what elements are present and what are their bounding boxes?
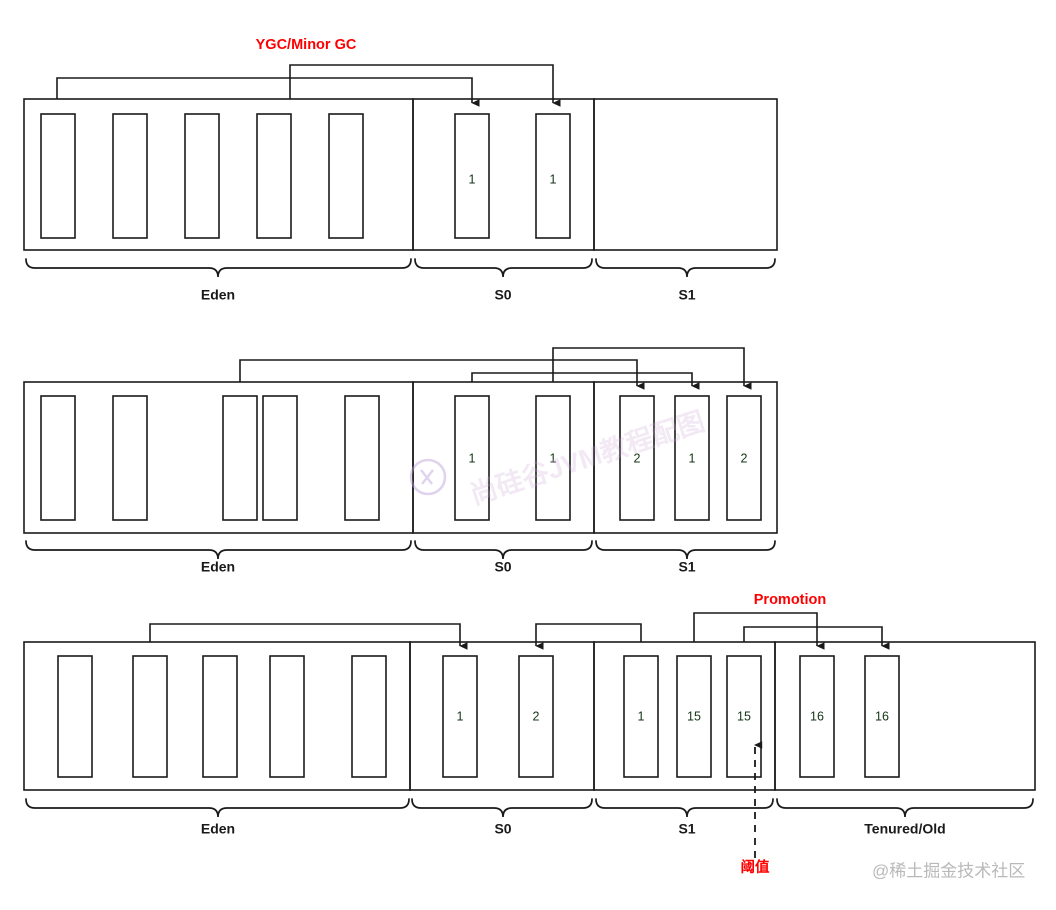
row-2-brace-s0 bbox=[414, 540, 593, 560]
row-3-s0-block-1-age: 1 bbox=[457, 709, 464, 723]
row-2-eden-block-2 bbox=[112, 395, 148, 521]
row-3-s1-block-1 bbox=[623, 655, 659, 778]
promotion-annotation-label: Promotion bbox=[754, 592, 827, 608]
row-2-eden-block-5 bbox=[344, 395, 380, 521]
row-2-region-eden bbox=[23, 381, 414, 534]
row-3-tenured-block-1 bbox=[799, 655, 835, 778]
row-2-brace-eden bbox=[25, 540, 412, 560]
row-3-tenured-block-1-age: 16 bbox=[810, 709, 824, 723]
row-1-eden-block-1 bbox=[40, 113, 76, 239]
row-2-eden-block-3 bbox=[222, 395, 258, 521]
row-2-label-eden: Eden bbox=[201, 559, 235, 575]
row-3-eden-block-1 bbox=[57, 655, 93, 778]
row-2-label-s0: S0 bbox=[494, 559, 511, 575]
row-2-region-s1 bbox=[593, 381, 778, 534]
row-2-s1-block-3-age: 2 bbox=[741, 451, 748, 465]
row-3-label-s1: S1 bbox=[678, 821, 695, 837]
row-1-region-s1 bbox=[593, 98, 778, 251]
arrow-eden4-to-s0-2 bbox=[289, 64, 561, 107]
row-2-s1-block-3 bbox=[726, 395, 762, 521]
row-3-eden-block-5 bbox=[351, 655, 387, 778]
row-2-s1-block-2-age: 1 bbox=[689, 451, 696, 465]
arrow-s1-3-to-tenured-2 bbox=[743, 626, 890, 650]
row-3-s1-block-2 bbox=[676, 655, 712, 778]
watermark-logo-glyph-icon bbox=[420, 469, 434, 485]
row-1-brace-eden bbox=[25, 258, 412, 278]
row-3-s0-block-2-age: 2 bbox=[533, 709, 540, 723]
arrow-eden1-to-s0-1 bbox=[56, 77, 480, 107]
row-2-s0-block-1-age: 1 bbox=[469, 451, 476, 465]
row-1-eden-block-2 bbox=[112, 113, 148, 239]
row-3-region-tenured bbox=[774, 641, 1036, 791]
row-3-label-tenured: Tenured/Old bbox=[864, 821, 945, 837]
row-3-s0-block-1 bbox=[442, 655, 478, 778]
row-2-s1-block-1 bbox=[619, 395, 655, 521]
row-2-s1-block-1-age: 2 bbox=[634, 451, 641, 465]
ygc-annotation-label: YGC/Minor GC bbox=[256, 37, 357, 53]
row-1-group: YGC/Minor GC 1 1 Eden S bbox=[23, 37, 778, 303]
row-3-label-eden: Eden bbox=[201, 821, 235, 837]
row-1-eden-block-5 bbox=[328, 113, 364, 239]
row-3-brace-s1 bbox=[595, 798, 774, 818]
row-1-s0-block-1 bbox=[454, 113, 490, 239]
row-1-s0-block-2 bbox=[535, 113, 571, 239]
row-2-s0-block-1 bbox=[454, 395, 490, 521]
row-3-tenured-block-2-age: 16 bbox=[875, 709, 889, 723]
row-3-s1-block-2-age: 15 bbox=[687, 709, 701, 723]
row-1-label-s0: S0 bbox=[494, 287, 511, 303]
row-3-eden-block-2 bbox=[132, 655, 168, 778]
arrow-s0-2-to-s1-3 bbox=[552, 347, 752, 390]
row-3-label-s0: S0 bbox=[494, 821, 511, 837]
row-1-brace-s1 bbox=[595, 258, 776, 278]
row-3-tenured-block-2 bbox=[864, 655, 900, 778]
row-1-brace-s0 bbox=[414, 258, 593, 278]
row-2-s1-block-2 bbox=[674, 395, 710, 521]
threshold-annotation-label: 阈值 bbox=[741, 858, 770, 876]
row-3-eden-block-4 bbox=[269, 655, 305, 778]
row-3-s0-block-2 bbox=[518, 655, 554, 778]
arrow-s1-1-to-s0-2 bbox=[535, 623, 642, 650]
arrow-eden2-to-s0-1 bbox=[149, 623, 468, 650]
row-2-eden-block-4 bbox=[262, 395, 298, 521]
watermark-logo-icon bbox=[409, 458, 447, 496]
row-1-s0-block-1-age: 1 bbox=[469, 172, 476, 186]
row-3-group: Promotion 1 2 1 bbox=[23, 592, 1036, 876]
row-3-brace-tenured bbox=[776, 798, 1034, 818]
row-1-eden-block-3 bbox=[184, 113, 220, 239]
row-3-s1-block-3 bbox=[726, 655, 762, 778]
row-2-brace-s1 bbox=[595, 540, 776, 560]
row-1-region-s0 bbox=[412, 98, 595, 251]
watermark-center-text: 尚硅谷JVM教程配图 bbox=[467, 406, 709, 510]
row-3-region-s0 bbox=[409, 641, 595, 791]
row-3-s1-block-3-age: 15 bbox=[737, 709, 751, 723]
row-3-eden-block-3 bbox=[202, 655, 238, 778]
row-3-brace-s0 bbox=[411, 798, 593, 818]
arrow-s0-1-to-s1-2 bbox=[471, 372, 700, 390]
row-2-s0-block-2-age: 1 bbox=[550, 451, 557, 465]
row-1-s0-block-2-age: 1 bbox=[550, 172, 557, 186]
row-1-label-eden: Eden bbox=[201, 287, 235, 303]
arrow-s1-2-to-tenured-1 bbox=[693, 612, 825, 650]
row-2-group: 1 1 2 1 2 Eden S0 S1 bbox=[23, 347, 778, 575]
row-3-s1-block-1-age: 1 bbox=[638, 709, 645, 723]
row-2-label-s1: S1 bbox=[678, 559, 695, 575]
row-3-brace-eden bbox=[25, 798, 410, 818]
row-1-eden-block-4 bbox=[256, 113, 292, 239]
watermark-corner-text: @稀土掘金技术社区 bbox=[872, 861, 1025, 880]
row-1-label-s1: S1 bbox=[678, 287, 695, 303]
row-2-eden-block-1 bbox=[40, 395, 76, 521]
row-2-s0-block-2 bbox=[535, 395, 571, 521]
